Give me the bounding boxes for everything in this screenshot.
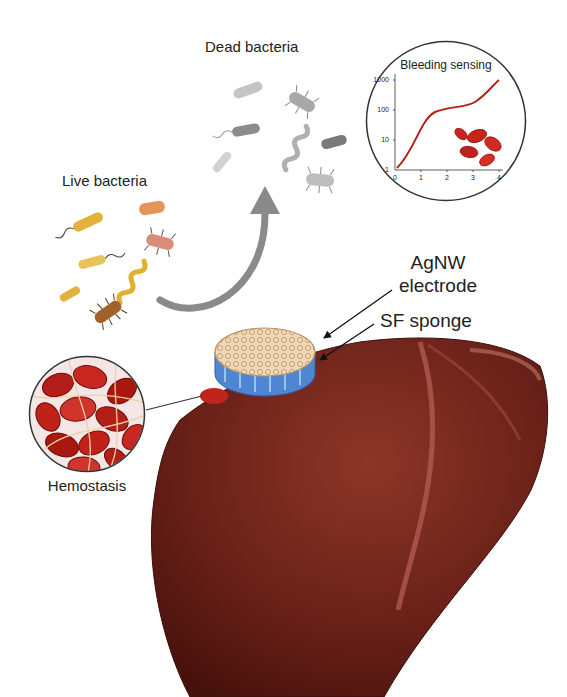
axis-tick-label: 100 — [377, 106, 391, 114]
axis-tick-label: 4 — [497, 174, 501, 182]
leader-arrow — [320, 324, 374, 360]
axis-tick-label: 10 — [381, 136, 391, 144]
blood-clot — [28, 355, 151, 478]
callout-label: SF sponge — [380, 310, 472, 333]
callout-label: Live bacteria — [62, 172, 147, 190]
sponge — [215, 328, 315, 396]
axis-tick-label: 1 — [385, 166, 391, 174]
node-label: Hemostasis — [28, 477, 146, 495]
circle-outline — [28, 355, 146, 473]
axis-tick-label: 1000 — [373, 76, 391, 84]
sensing-chart — [393, 74, 504, 172]
callout-label: AgNW electrode — [388, 252, 488, 298]
liver — [151, 338, 547, 697]
axis-tick-label: 1 — [419, 174, 423, 182]
leader-line — [146, 396, 202, 410]
live-bacteria — [53, 200, 177, 331]
axis-tick-label: 2 — [445, 174, 449, 182]
circle-node: Hemostasis — [28, 355, 146, 497]
node-label: Bleeding sensing — [385, 58, 507, 72]
axis-tick-label: 3 — [471, 174, 475, 182]
dead-bacteria — [211, 80, 348, 194]
callout-label: Dead bacteria — [205, 38, 298, 56]
wound — [200, 388, 228, 404]
axis-tick-label: 0 — [393, 174, 397, 182]
curved-arrow — [160, 186, 280, 308]
